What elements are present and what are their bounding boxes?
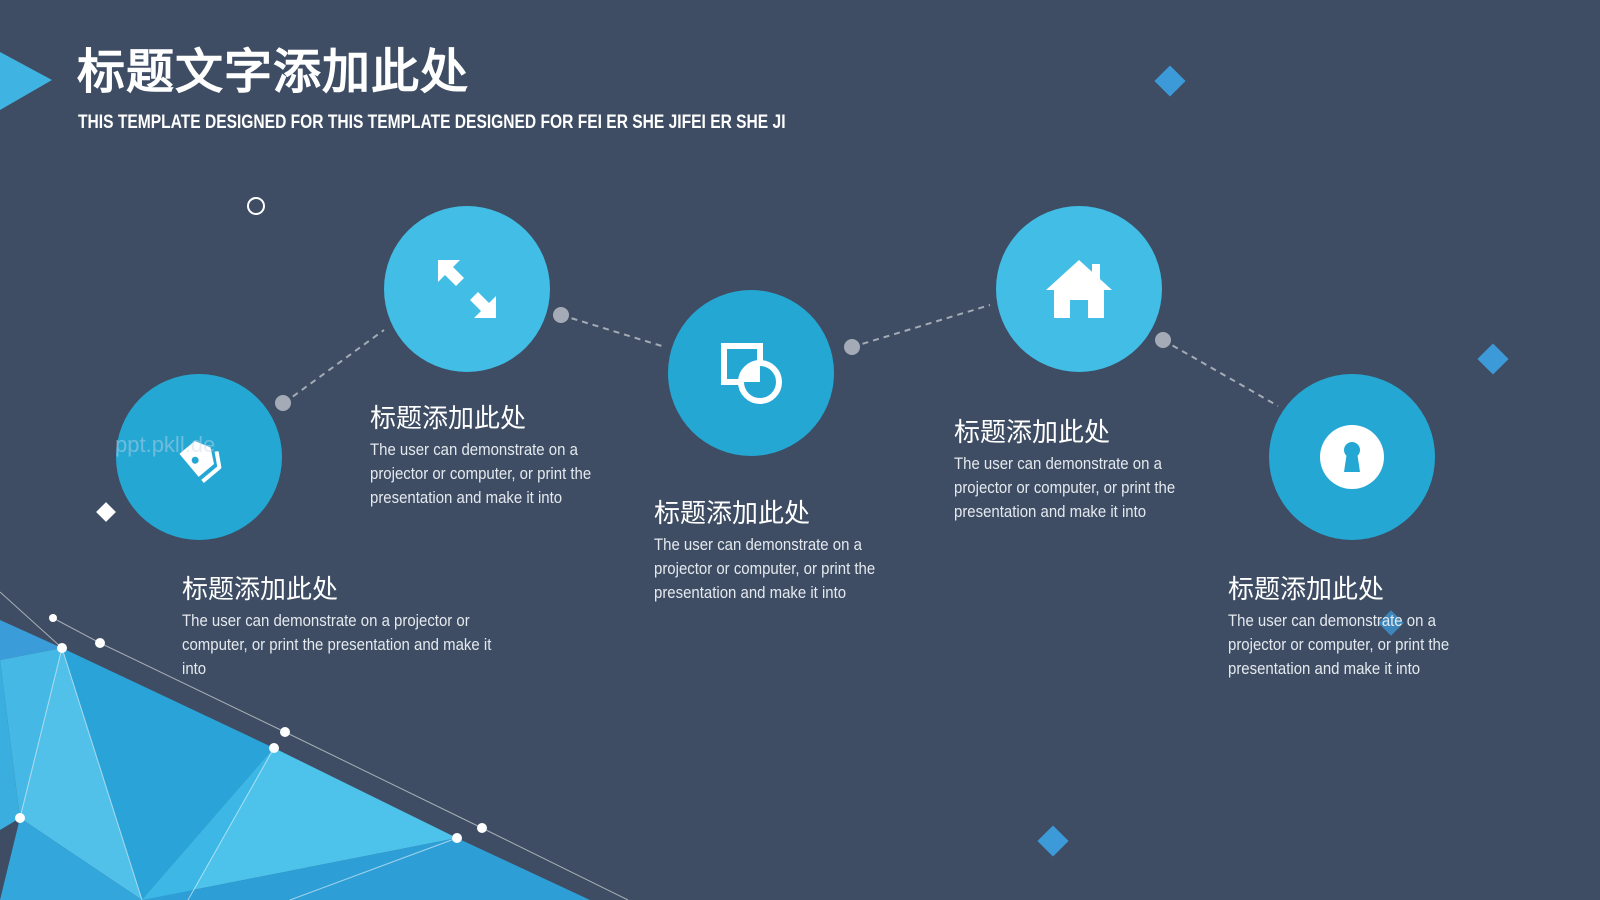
watermark: ppt.pkll.de — [115, 432, 216, 457]
connector-lines — [283, 304, 1279, 407]
step-3-title: 标题添加此处 — [654, 498, 811, 528]
low-poly-corner — [0, 620, 590, 900]
step-3-desc: The user can demonstrate on a projector … — [654, 535, 876, 603]
low-poly-dots — [15, 614, 487, 843]
step-5-text: 标题添加此处 The user can demonstrate on a pro… — [1228, 574, 1478, 681]
step-5-title: 标题添加此处 — [1228, 574, 1385, 604]
step-2-text: 标题添加此处 The user can demonstrate on a pro… — [370, 403, 620, 510]
step-2-title: 标题添加此处 — [370, 403, 527, 433]
step-5-desc: The user can demonstrate on a projector … — [1228, 611, 1450, 679]
diamond-icon — [1154, 65, 1186, 97]
step-4-title: 标题添加此处 — [954, 417, 1111, 447]
step-3-circle — [668, 290, 834, 456]
step-4-circle — [996, 206, 1162, 372]
step-1-title: 标题添加此处 — [182, 574, 339, 604]
low-poly-lines — [0, 591, 629, 900]
connector-dots — [275, 307, 1171, 411]
shapes-icon — [721, 343, 782, 404]
step-1-text: 标题添加此处 The user can demonstrate on a pro… — [182, 574, 522, 681]
expand-arrows-icon — [438, 260, 496, 318]
diamond-icon — [96, 502, 116, 522]
step-4-text: 标题添加此处 The user can demonstrate on a pro… — [954, 417, 1204, 524]
step-1-desc: The user can demonstrate on a projector … — [182, 611, 492, 679]
page-title: 标题文字添加此处 — [77, 46, 470, 99]
diamond-icon — [1477, 343, 1509, 375]
keyhole-icon — [1320, 425, 1384, 489]
step-3-text: 标题添加此处 The user can demonstrate on a pro… — [654, 498, 904, 605]
home-icon — [1046, 260, 1112, 318]
page-subtitle: THIS TEMPLATE DESIGNED FOR THIS TEMPLATE… — [78, 112, 786, 133]
step-2-desc: The user can demonstrate on a projector … — [370, 440, 592, 508]
price-tag-icon — [179, 441, 222, 483]
diamond-icon — [1037, 825, 1069, 857]
ring-icon — [247, 197, 265, 215]
corner-arrow-icon — [0, 52, 52, 110]
step-1-circle — [116, 374, 282, 540]
step-5-circle — [1269, 374, 1435, 540]
step-4-desc: The user can demonstrate on a projector … — [954, 454, 1176, 522]
step-2-circle — [384, 206, 550, 372]
